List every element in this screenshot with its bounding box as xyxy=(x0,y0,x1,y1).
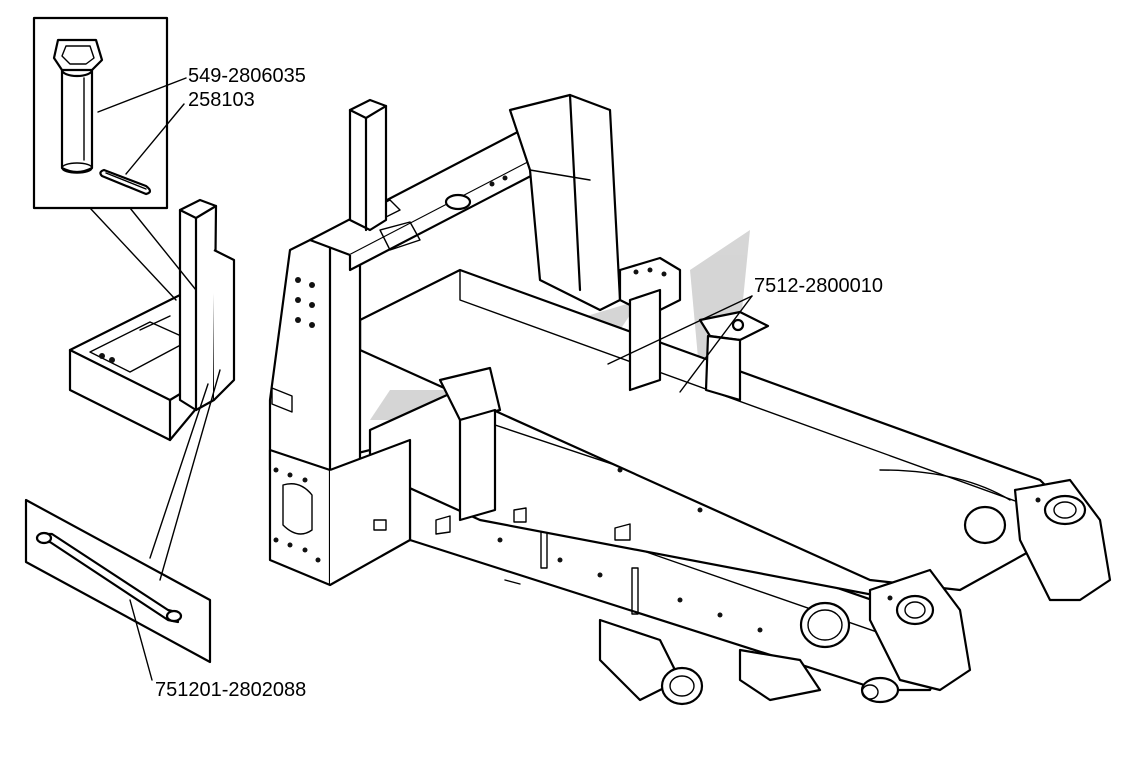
part-label-549-2806035: 549-2806035 xyxy=(188,65,306,87)
inset-pin-cotter xyxy=(32,16,169,210)
front-left-upright xyxy=(268,228,362,492)
part-labels: 549-2806035 258103 7512-2800010 751201-2… xyxy=(155,65,883,701)
vehicle-frame xyxy=(68,93,1112,706)
center-mount-towers xyxy=(438,256,770,522)
rod-icon xyxy=(35,531,183,624)
part-label-7512-2800010: 7512-2800010 xyxy=(754,275,883,297)
undercarriage xyxy=(598,618,900,706)
right-top-tower xyxy=(508,93,622,312)
leader-lines xyxy=(89,77,753,681)
frame-details xyxy=(271,221,631,585)
inset-rod xyxy=(24,498,212,664)
pin-icon xyxy=(52,38,104,174)
cotter-pin-icon xyxy=(99,168,152,196)
part-label-751201-2802088: 751201-2802088 xyxy=(155,679,306,701)
left-rear-post xyxy=(178,198,236,412)
left-top-tower xyxy=(348,98,388,232)
front-cross-box xyxy=(268,438,412,587)
rear-brackets xyxy=(868,478,1112,692)
part-label-258103: 258103 xyxy=(188,89,255,111)
